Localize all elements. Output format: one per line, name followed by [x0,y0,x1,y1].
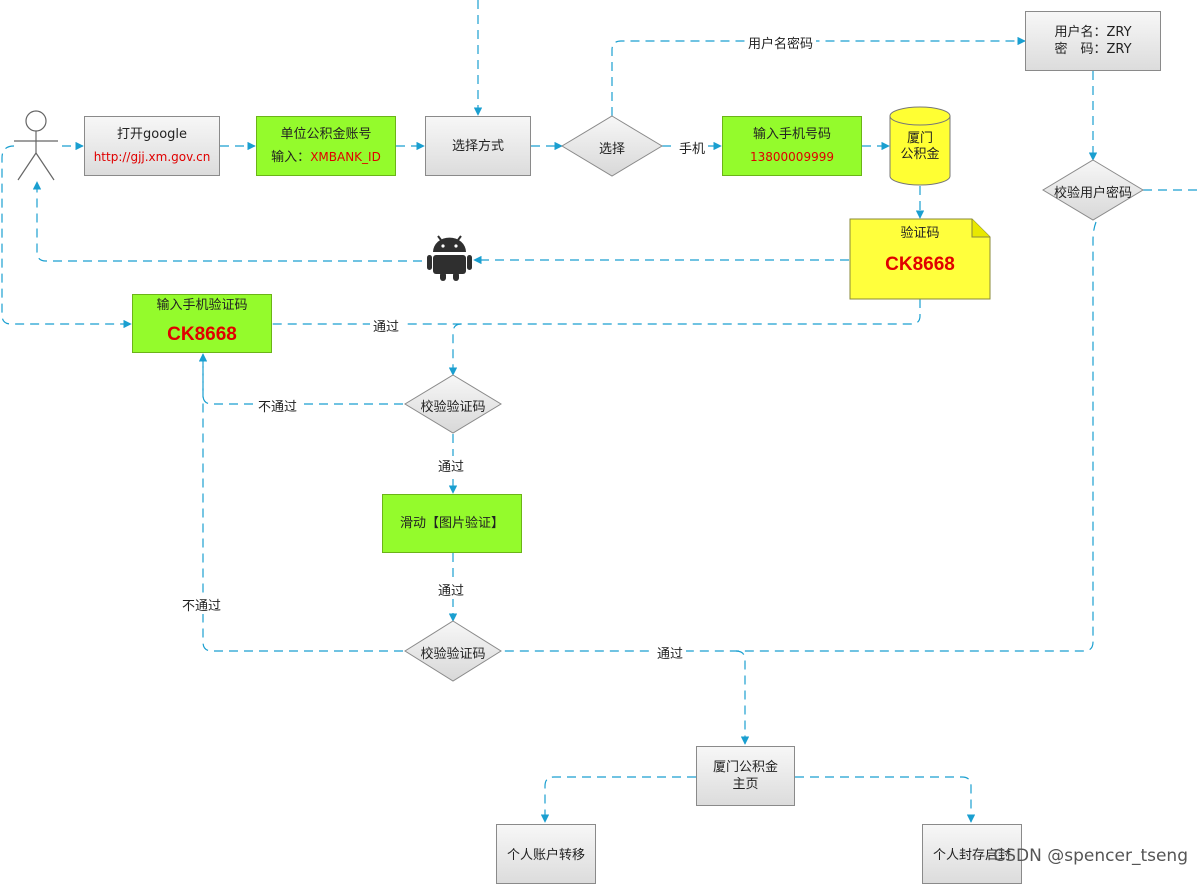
edge-home-transfer [540,776,696,823]
unit-account-title: 单位公积金账号 [280,127,372,142]
node-phone-input: 输入手机号码 13800009999 [722,116,862,176]
account-transfer-title: 个人账户转移 [506,848,585,863]
unit-account-input-prefix: 输入： [271,150,311,165]
verify-code-2-label: 校验验证码 [420,647,486,662]
user-actor-icon [14,110,58,181]
database-line1: 厦门 [906,131,933,146]
node-slide-captcha: 滑动【图片验证】 [382,494,522,553]
edge-verify1-fail [198,353,403,405]
edge-label-fail-2: 不通过 [179,595,225,614]
phone-input-value: 13800009999 [750,150,834,164]
sms-note-shape [849,218,991,300]
verify-user-pwd-label: 校验用户密码 [1053,186,1132,201]
enter-sms-code-title: 输入手机验证码 [156,298,248,313]
edge-label-pass-1: 通过 [370,316,403,335]
node-enter-sms-code: 输入手机验证码 CK8668 [132,294,272,353]
sms-note-title: 验证码 [900,226,940,241]
edge-select-credentials [611,36,1026,116]
unit-account-input-value: XMBANK_ID [310,150,381,164]
edge-verify2-home [735,650,750,745]
edge-label-phone: 手机 [676,138,709,157]
diamond-verify-user-pwd [1042,159,1144,221]
edge-label-pass-4: 通过 [654,643,687,662]
node-credentials: 用户名：ZRY 密 码：ZRY [1025,11,1161,71]
open-google-title: 打开google [116,127,188,142]
edge-verify2-fail [202,354,403,652]
verify-code-1-label: 校验验证码 [420,400,486,415]
credentials-line1: 用户名：ZRY [1054,25,1132,40]
homepage-line2: 主页 [732,777,759,792]
node-homepage: 厦门公积金 主页 [696,746,795,806]
android-icon [427,235,472,281]
homepage-line1: 厦门公积金 [712,760,778,775]
edge-label-pass-3: 通过 [435,580,468,599]
slide-captcha-title: 滑动【图片验证】 [399,516,504,531]
open-google-url: http://gjj.xm.gov.cn [93,150,211,164]
credentials-line2: 密 码：ZRY [1054,42,1132,57]
choose-method-title: 选择方式 [451,138,504,154]
node-open-google: 打开google http://gjj.xm.gov.cn [84,116,220,176]
sms-note-code: CK8668 [885,254,955,275]
database-line2: 公积金 [900,147,940,162]
diamond-verify-code-2 [404,620,502,682]
watermark: CSDN @spencer_tseng [993,846,1188,866]
phone-input-title: 输入手机号码 [752,127,831,142]
diamond-select [561,115,663,177]
diamond-verify-code-1 [404,374,502,434]
node-unit-account: 单位公积金账号 输入：XMBANK_ID [256,116,396,176]
edge-label-username-password: 用户名密码 [745,33,817,52]
edge-pass-verify1 [448,323,462,376]
select-diamond-label: 选择 [598,142,625,157]
database-cylinder [889,106,951,186]
connectors [1,0,1202,823]
edge-verify-pass-down [500,221,1097,652]
edge-note-pass [271,299,921,325]
edge-actor-enter-code [1,145,132,329]
enter-sms-code-value: CK8668 [167,324,237,345]
node-account-transfer: 个人账户转移 [496,824,596,884]
database-label: 厦门 公积金 [890,131,950,163]
edge-android-actor [32,181,422,262]
seal-unseal-title: 个人封存启封 [932,848,1011,863]
node-choose-method: 选择方式 [425,116,531,176]
edge-label-pass-2: 通过 [435,456,468,475]
edge-home-seal [795,776,976,823]
node-sms-code-note: 验证码 CK8668 [850,225,990,295]
edge-label-fail-1: 不通过 [255,396,301,415]
